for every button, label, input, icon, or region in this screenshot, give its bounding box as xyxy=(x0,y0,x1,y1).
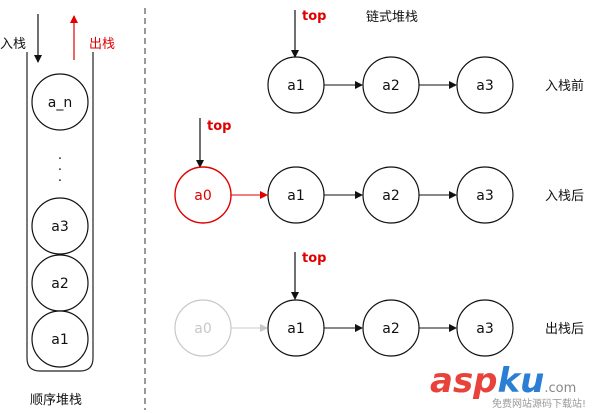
watermark-tagline: 免费网站源码下载站! xyxy=(492,397,586,410)
svg-text:a2: a2 xyxy=(51,276,69,292)
list-node: a2 xyxy=(362,166,420,224)
svg-text:a1: a1 xyxy=(287,321,305,337)
list-node: a3 xyxy=(456,56,514,114)
ellipsis-dot: · xyxy=(58,174,62,189)
list-node: a1 xyxy=(267,56,325,114)
svg-text:a2: a2 xyxy=(382,321,400,337)
list-node: a3 xyxy=(456,299,514,357)
push-label: 入栈 xyxy=(0,37,26,52)
stack-node-a2: a2 xyxy=(31,254,89,312)
row-after-push: top a0 a1 a2 a3 入栈后 xyxy=(174,118,584,224)
svg-text:a0: a0 xyxy=(194,321,212,337)
row-label: 出栈后 xyxy=(545,322,584,337)
linked-stack-title: 链式堆栈 xyxy=(366,10,418,25)
row-before-push: top a1 a2 a3 入栈前 xyxy=(267,9,584,114)
watermark-logo: aspku.com xyxy=(430,361,576,401)
top-label: top xyxy=(207,119,231,134)
list-node: a2 xyxy=(362,56,420,114)
svg-text:a3: a3 xyxy=(476,188,494,204)
svg-text:a2: a2 xyxy=(382,188,400,204)
list-node: a2 xyxy=(362,299,420,357)
svg-text:a3: a3 xyxy=(476,321,494,337)
svg-text:a3: a3 xyxy=(51,219,69,235)
stack-container xyxy=(26,52,94,372)
row-label: 入栈后 xyxy=(545,189,584,204)
stack-node-a3: a3 xyxy=(31,197,89,255)
aspku-watermark: aspku.com 免费网站源码下载站! xyxy=(430,361,586,410)
ellipsis-dot: · xyxy=(58,152,62,167)
svg-text:a0: a0 xyxy=(194,188,212,204)
svg-text:a_n: a_n xyxy=(48,95,72,111)
sequential-stack: 入栈 出栈 a_n · · · a3 a2 a1 顺序堆栈 xyxy=(0,14,115,408)
list-node: a1 xyxy=(267,299,325,357)
sequential-stack-caption: 顺序堆栈 xyxy=(30,393,82,408)
linked-stack: 链式堆栈 top a1 a2 a3 入栈前 top xyxy=(174,9,584,357)
new-node-a0: a0 xyxy=(174,166,232,224)
svg-text:a2: a2 xyxy=(382,78,400,94)
list-node: a1 xyxy=(267,166,325,224)
ellipsis-dot: · xyxy=(58,163,62,178)
stack-node-a1: a1 xyxy=(31,310,89,368)
row-after-pop: top a0 a1 a2 a3 出栈后 xyxy=(174,251,584,357)
svg-text:a3: a3 xyxy=(476,78,494,94)
list-node: a3 xyxy=(456,166,514,224)
row-label: 入栈前 xyxy=(545,78,584,94)
svg-text:a1: a1 xyxy=(287,78,305,94)
popped-node-a0: a0 xyxy=(174,299,232,357)
top-label: top xyxy=(302,251,326,266)
svg-text:a1: a1 xyxy=(51,332,69,348)
top-label: top xyxy=(302,9,326,24)
stack-node-an: a_n xyxy=(31,73,89,131)
pop-label: 出栈 xyxy=(89,37,115,52)
svg-text:a1: a1 xyxy=(287,188,305,204)
